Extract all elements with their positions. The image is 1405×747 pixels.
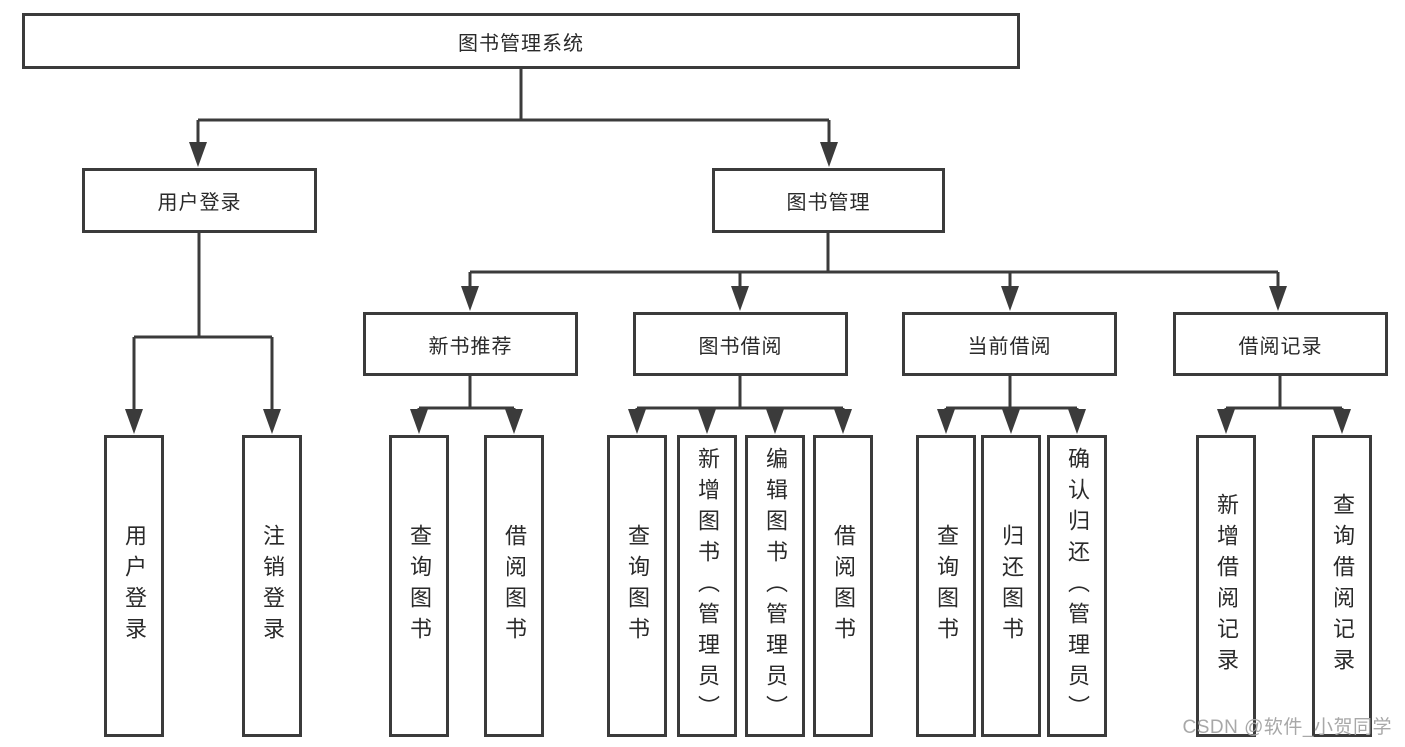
connector-user-login	[125, 233, 281, 434]
leaf-cb-confirm-return-admin-label: 确认归还（管理员）	[1065, 446, 1090, 726]
leaf-logout: 注销登录	[242, 435, 302, 737]
node-new-book-rec: 新书推荐	[363, 312, 578, 376]
leaf-bb-add-book-admin: 新增图书（管理员）	[677, 435, 737, 737]
leaf-bb-edit-book-admin-label: 编辑图书（管理员）	[763, 446, 788, 726]
leaf-logout-label: 注销登录	[260, 524, 285, 648]
node-borrow-record: 借阅记录	[1173, 312, 1388, 376]
leaf-cb-query-book-label: 查询图书	[934, 524, 959, 648]
leaf-cb-return-book: 归还图书	[981, 435, 1041, 737]
node-user-login: 用户登录	[82, 168, 317, 233]
node-new-book-rec-label: 新书推荐	[428, 335, 513, 358]
leaf-bb-query-book-label: 查询图书	[625, 524, 650, 648]
leaf-bb-borrow-book: 借阅图书	[813, 435, 873, 737]
leaf-user-login-label: 用户登录	[122, 524, 147, 648]
csdn-watermark: CSDN @软件_小贺同学	[1182, 717, 1392, 738]
node-book-borrow-label: 图书借阅	[698, 335, 783, 358]
leaf-bb-edit-book-admin: 编辑图书（管理员）	[745, 435, 805, 737]
node-book-mgmt: 图书管理	[712, 168, 945, 233]
node-current-borrow-label: 当前借阅	[967, 335, 1052, 358]
connector-new-book-rec	[410, 376, 523, 434]
leaf-cb-return-book-label: 归还图书	[999, 524, 1024, 648]
node-borrow-record-label: 借阅记录	[1238, 335, 1323, 358]
leaf-nbr-borrow-book-label: 借阅图书	[502, 524, 527, 648]
node-root-label: 图书管理系统	[458, 32, 584, 55]
connector-book-mgmt	[461, 233, 1287, 311]
leaf-br-add-record: 新增借阅记录	[1196, 435, 1256, 737]
leaf-bb-add-book-admin-label: 新增图书（管理员）	[695, 446, 720, 726]
node-book-borrow: 图书借阅	[633, 312, 848, 376]
connector-current-borrow	[937, 376, 1086, 434]
leaf-cb-confirm-return-admin: 确认归还（管理员）	[1047, 435, 1107, 737]
leaf-nbr-query-book-label: 查询图书	[407, 524, 432, 648]
leaf-br-add-record-label: 新增借阅记录	[1214, 493, 1239, 679]
node-user-login-label: 用户登录	[157, 192, 242, 214]
leaf-nbr-query-book: 查询图书	[389, 435, 449, 737]
connector-borrow-record	[1217, 376, 1351, 434]
node-current-borrow: 当前借阅	[902, 312, 1117, 376]
leaf-user-login: 用户登录	[104, 435, 164, 737]
leaf-bb-borrow-book-label: 借阅图书	[831, 524, 856, 648]
connector-root	[189, 68, 838, 167]
connector-book-borrow	[628, 376, 852, 434]
leaf-cb-query-book: 查询图书	[916, 435, 976, 737]
leaf-br-query-record: 查询借阅记录	[1312, 435, 1372, 737]
node-root: 图书管理系统	[22, 13, 1020, 69]
node-book-mgmt-label: 图书管理	[786, 192, 871, 214]
leaf-nbr-borrow-book: 借阅图书	[484, 435, 544, 737]
leaf-br-query-record-label: 查询借阅记录	[1330, 493, 1355, 679]
leaf-bb-query-book: 查询图书	[607, 435, 667, 737]
